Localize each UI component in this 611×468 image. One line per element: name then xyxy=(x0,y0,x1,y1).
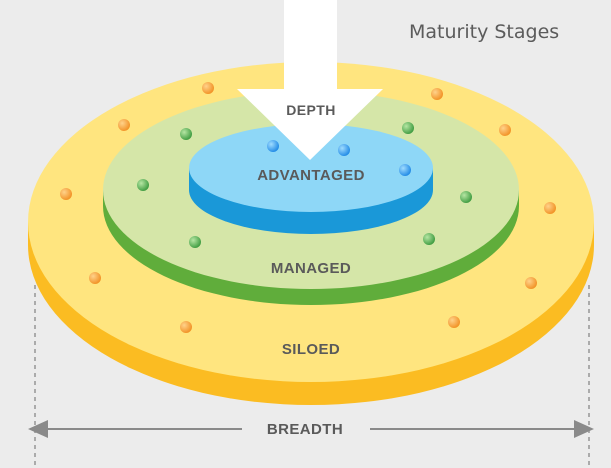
middle-dot xyxy=(402,122,414,134)
inner-dot xyxy=(267,140,279,152)
middle-dot xyxy=(423,233,435,245)
depth-arrow xyxy=(237,0,383,160)
breadth-arrowhead-left xyxy=(28,420,48,438)
inner-ring xyxy=(189,124,433,234)
middle-ring-dots xyxy=(137,122,472,248)
outer-dot xyxy=(202,82,214,94)
managed-label: MANAGED xyxy=(271,260,351,277)
outer-dot xyxy=(180,321,192,333)
siloed-label: SILOED xyxy=(282,341,340,358)
inner-dot xyxy=(338,144,350,156)
inner-ring-top xyxy=(189,124,433,212)
outer-dot xyxy=(448,316,460,328)
middle-dot xyxy=(460,191,472,203)
breadth-arrow xyxy=(28,420,594,438)
middle-dot xyxy=(180,128,192,140)
outer-dot xyxy=(89,272,101,284)
depth-arrow-shape xyxy=(237,0,383,160)
advantaged-label: ADVANTAGED xyxy=(257,167,365,184)
breadth-label: BREADTH xyxy=(267,421,343,438)
outer-dot xyxy=(544,202,556,214)
outer-ring-dots xyxy=(60,82,556,333)
outer-dot xyxy=(525,277,537,289)
inner-dot xyxy=(399,164,411,176)
middle-dot xyxy=(189,236,201,248)
breadth-arrowhead-right xyxy=(574,420,594,438)
outer-dot xyxy=(499,124,511,136)
depth-label: DEPTH xyxy=(286,102,335,118)
middle-dot xyxy=(137,179,149,191)
outer-dot xyxy=(60,188,72,200)
diagram-title: Maturity Stages xyxy=(409,21,559,43)
outer-dot xyxy=(431,88,443,100)
outer-dot xyxy=(118,119,130,131)
inner-ring-dots xyxy=(267,140,411,176)
